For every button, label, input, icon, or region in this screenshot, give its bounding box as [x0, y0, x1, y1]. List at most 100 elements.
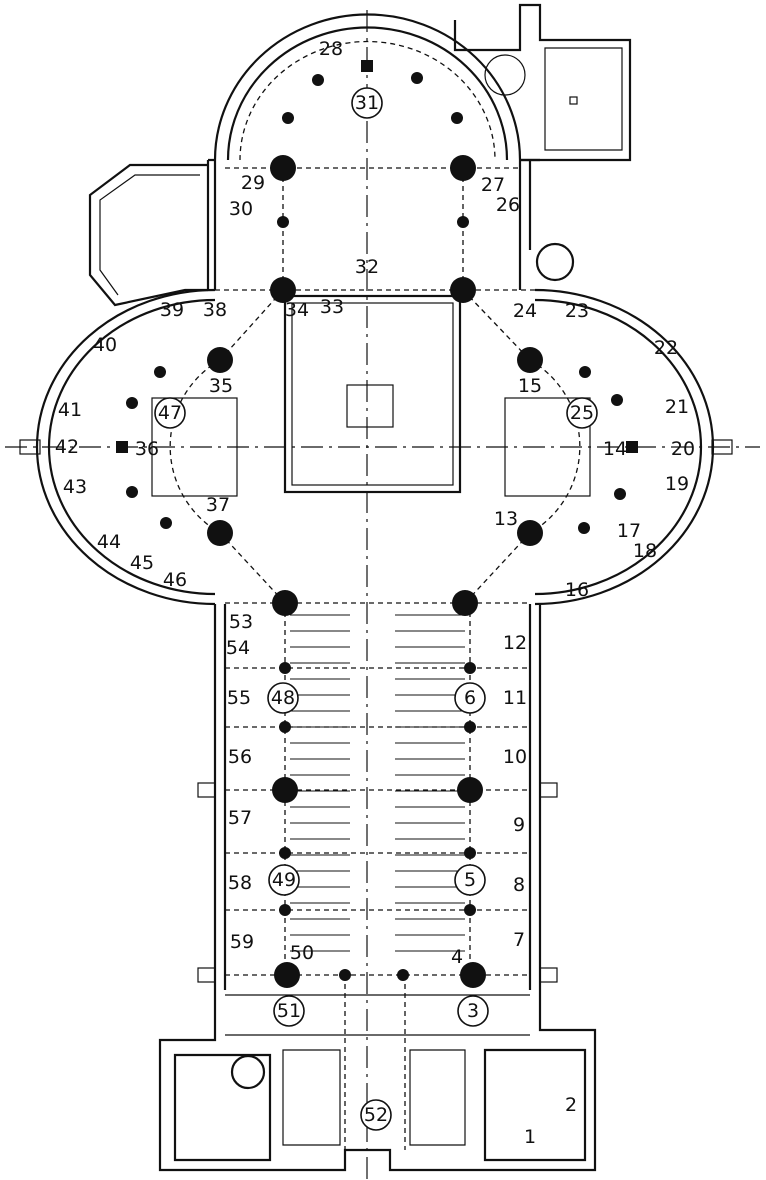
station-label-48: 48	[271, 687, 295, 709]
label-circle	[351, 87, 383, 119]
station-label-54: 54	[226, 637, 250, 659]
column	[411, 72, 423, 84]
column	[614, 488, 626, 500]
station-label-10: 10	[503, 746, 527, 768]
station-label-41: 41	[58, 399, 82, 421]
label-circle	[457, 995, 489, 1027]
column	[339, 969, 351, 981]
station-label-8: 8	[513, 874, 525, 896]
label-circle	[154, 397, 186, 429]
station-label-29: 29	[241, 172, 265, 194]
station-label-49: 49	[272, 869, 296, 891]
station-label-4: 4	[451, 946, 463, 968]
station-label-45: 45	[130, 552, 154, 574]
column	[126, 397, 138, 409]
station-label-39: 39	[160, 299, 184, 321]
pier	[450, 277, 476, 303]
station-label-55: 55	[227, 687, 251, 709]
column	[279, 904, 291, 916]
axes	[5, 10, 760, 1180]
column	[626, 441, 638, 453]
pier	[272, 777, 298, 803]
column	[282, 112, 294, 124]
station-label-30: 30	[229, 198, 253, 220]
station-label-26: 26	[496, 194, 520, 216]
station-label-12: 12	[503, 632, 527, 654]
station-label-53: 53	[229, 611, 253, 633]
column	[160, 517, 172, 529]
column	[457, 216, 469, 228]
station-label-46: 46	[163, 569, 187, 591]
station-label-16: 16	[565, 579, 589, 601]
column	[126, 486, 138, 498]
station-label-37: 37	[206, 494, 230, 516]
column	[464, 662, 476, 674]
station-label-24: 24	[513, 300, 537, 322]
column	[464, 904, 476, 916]
label-circle	[454, 682, 486, 714]
station-label-34: 34	[285, 299, 309, 321]
station-label-6: 6	[464, 687, 476, 709]
label-circle	[566, 397, 598, 429]
column	[579, 366, 591, 378]
station-label-56: 56	[228, 746, 252, 768]
station-label-18: 18	[633, 540, 657, 562]
pier	[450, 155, 476, 181]
column	[277, 216, 289, 228]
station-label-47: 47	[158, 402, 182, 424]
label-circle	[267, 682, 299, 714]
column	[116, 441, 128, 453]
station-label-15: 15	[518, 375, 542, 397]
station-label-20: 20	[671, 438, 695, 460]
pier	[207, 347, 233, 373]
label-circle	[360, 1099, 392, 1131]
station-label-13: 13	[494, 508, 518, 530]
station-label-38: 38	[203, 299, 227, 321]
station-label-57: 57	[228, 807, 252, 829]
label-circle	[273, 995, 305, 1027]
station-label-43: 43	[63, 476, 87, 498]
column	[361, 60, 373, 72]
station-label-31: 31	[355, 92, 379, 114]
column	[397, 969, 409, 981]
column	[578, 522, 590, 534]
pier	[207, 520, 233, 546]
pier	[270, 155, 296, 181]
pier	[460, 962, 486, 988]
station-label-23: 23	[565, 300, 589, 322]
station-label-28: 28	[319, 38, 343, 60]
station-label-14: 14	[603, 438, 627, 460]
station-label-42: 42	[55, 436, 79, 458]
station-labels: 1234567891011121314151617181920212223242…	[55, 38, 695, 1148]
vault-lines	[169, 40, 581, 1150]
pier	[457, 777, 483, 803]
pier	[274, 962, 300, 988]
station-label-9: 9	[513, 814, 525, 836]
label-circle	[268, 864, 300, 896]
pier	[272, 590, 298, 616]
station-label-17: 17	[617, 520, 641, 542]
walls	[19, 3, 733, 1172]
pier	[517, 347, 543, 373]
station-label-25: 25	[570, 402, 594, 424]
station-label-52: 52	[364, 1104, 388, 1126]
station-label-33: 33	[320, 296, 344, 318]
label-circle	[454, 864, 486, 896]
station-label-5: 5	[464, 869, 476, 891]
station-label-36: 36	[135, 438, 159, 460]
station-label-32: 32	[355, 256, 379, 278]
pier	[452, 590, 478, 616]
station-label-2: 2	[565, 1094, 577, 1116]
station-label-11: 11	[503, 687, 527, 709]
station-label-22: 22	[654, 337, 678, 359]
station-label-58: 58	[228, 872, 252, 894]
column	[464, 721, 476, 733]
pews	[290, 614, 465, 952]
station-label-19: 19	[665, 473, 689, 495]
column	[279, 847, 291, 859]
column	[611, 394, 623, 406]
station-label-1: 1	[524, 1126, 536, 1148]
column	[279, 721, 291, 733]
column	[451, 112, 463, 124]
